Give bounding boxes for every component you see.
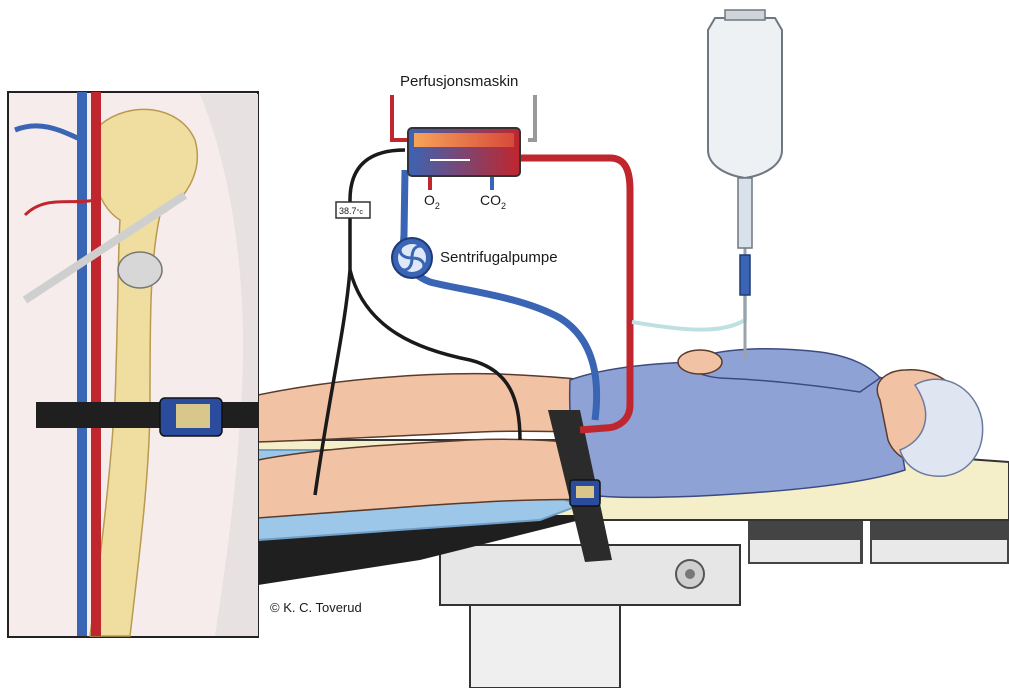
copyright-label: © K. C. Toverud: [270, 600, 362, 615]
centrifugal-pump-icon: [392, 238, 432, 278]
machine-red-inlet: [392, 95, 408, 140]
inset-tourniquet-strap: [36, 402, 258, 428]
perfusion-machine: [408, 128, 520, 176]
iv-bag-icon: [708, 10, 782, 360]
o2-label: O2: [424, 192, 440, 211]
femoral-head: [118, 252, 162, 288]
co2-label: CO2: [480, 192, 506, 211]
thermometer-display-icon: 38.7°c: [336, 202, 370, 218]
machine-grey-outlet: [528, 95, 535, 140]
patient-hand: [678, 350, 722, 374]
pump-label: Sentrifugalpumpe: [440, 249, 558, 266]
iv-line: [632, 280, 745, 330]
patient-leg-upper: [258, 374, 600, 442]
anatomical-inset: [8, 92, 258, 637]
perfusion-machine-label: Perfusjonsmaskin: [400, 73, 518, 90]
